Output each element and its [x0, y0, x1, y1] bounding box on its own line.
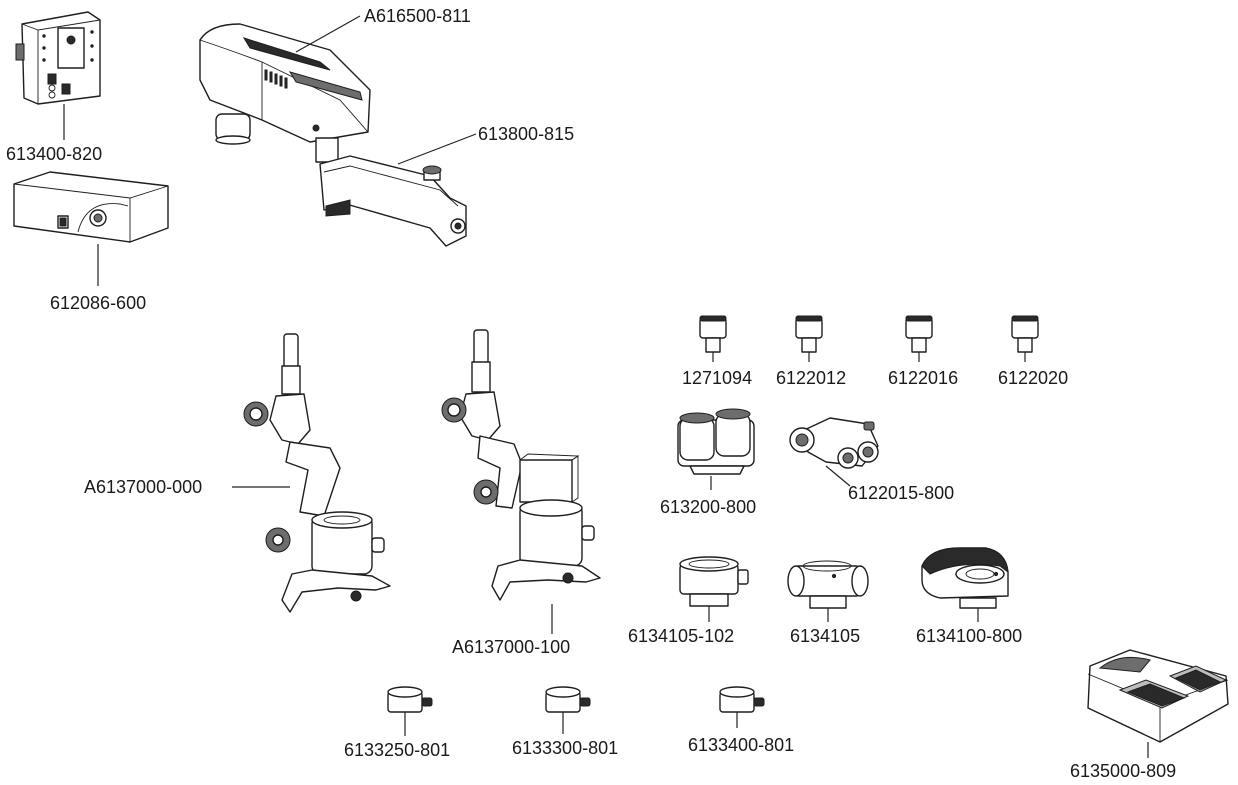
extension-arm-leader	[397, 133, 477, 165]
wall-arm-unit	[199, 23, 371, 145]
eyepiece-6122020	[1011, 315, 1039, 353]
eyepiece-6122016	[905, 315, 933, 353]
microscope-head-b-label: A6137000-100	[452, 637, 570, 657]
eyepiece-6122020-label: 6122020	[998, 368, 1068, 388]
wall-arm-label: A616500-811	[364, 6, 471, 26]
light-source-label: 612086-600	[50, 293, 146, 313]
eyepiece-6122012-label: 6122012	[776, 368, 846, 388]
extension-arm-unit	[315, 137, 467, 247]
adapter-6133300-label: 6133300-801	[512, 738, 618, 758]
eyepiece-6122012	[795, 315, 823, 353]
binocular-tube-label: 613200-800	[660, 497, 756, 517]
beam-splitter-102-label: 6134105-102	[628, 626, 734, 646]
inclinable-binocular-leader	[825, 465, 851, 487]
power-supply-box	[15, 11, 101, 105]
light-source-unit	[13, 171, 169, 243]
beam-splitter	[787, 560, 869, 609]
foot-pedal-label: 6135000-809	[1070, 761, 1176, 781]
extension-arm-label: 613800-815	[478, 124, 574, 144]
power-supply-box-label: 613400-820	[6, 144, 102, 164]
microscope-head-a-label: A6137000-000	[84, 477, 202, 497]
camera-module	[921, 547, 1009, 609]
camera-module-label: 6134100-800	[916, 626, 1022, 646]
adapter-6133250	[387, 686, 433, 713]
adapter-6133400	[719, 686, 765, 713]
eyepiece-1271094-label: 1271094	[682, 368, 752, 388]
eyepiece-1271094	[699, 315, 727, 353]
wall-arm-leader	[295, 15, 361, 53]
microscope-head-b	[441, 329, 601, 601]
binocular-tube	[677, 408, 755, 475]
foot-pedal	[1087, 649, 1229, 743]
inclinable-binocular-label: 6122015-800	[848, 483, 954, 503]
adapter-6133300	[545, 686, 591, 713]
adapter-6133250-label: 6133250-801	[344, 740, 450, 760]
adapter-6133400-label: 6133400-801	[688, 735, 794, 755]
microscope-head-a	[243, 333, 391, 613]
inclinable-binocular	[789, 417, 879, 469]
beam-splitter-label: 6134105	[790, 626, 860, 646]
eyepiece-6122016-label: 6122016	[888, 368, 958, 388]
beam-splitter-102	[679, 556, 749, 607]
